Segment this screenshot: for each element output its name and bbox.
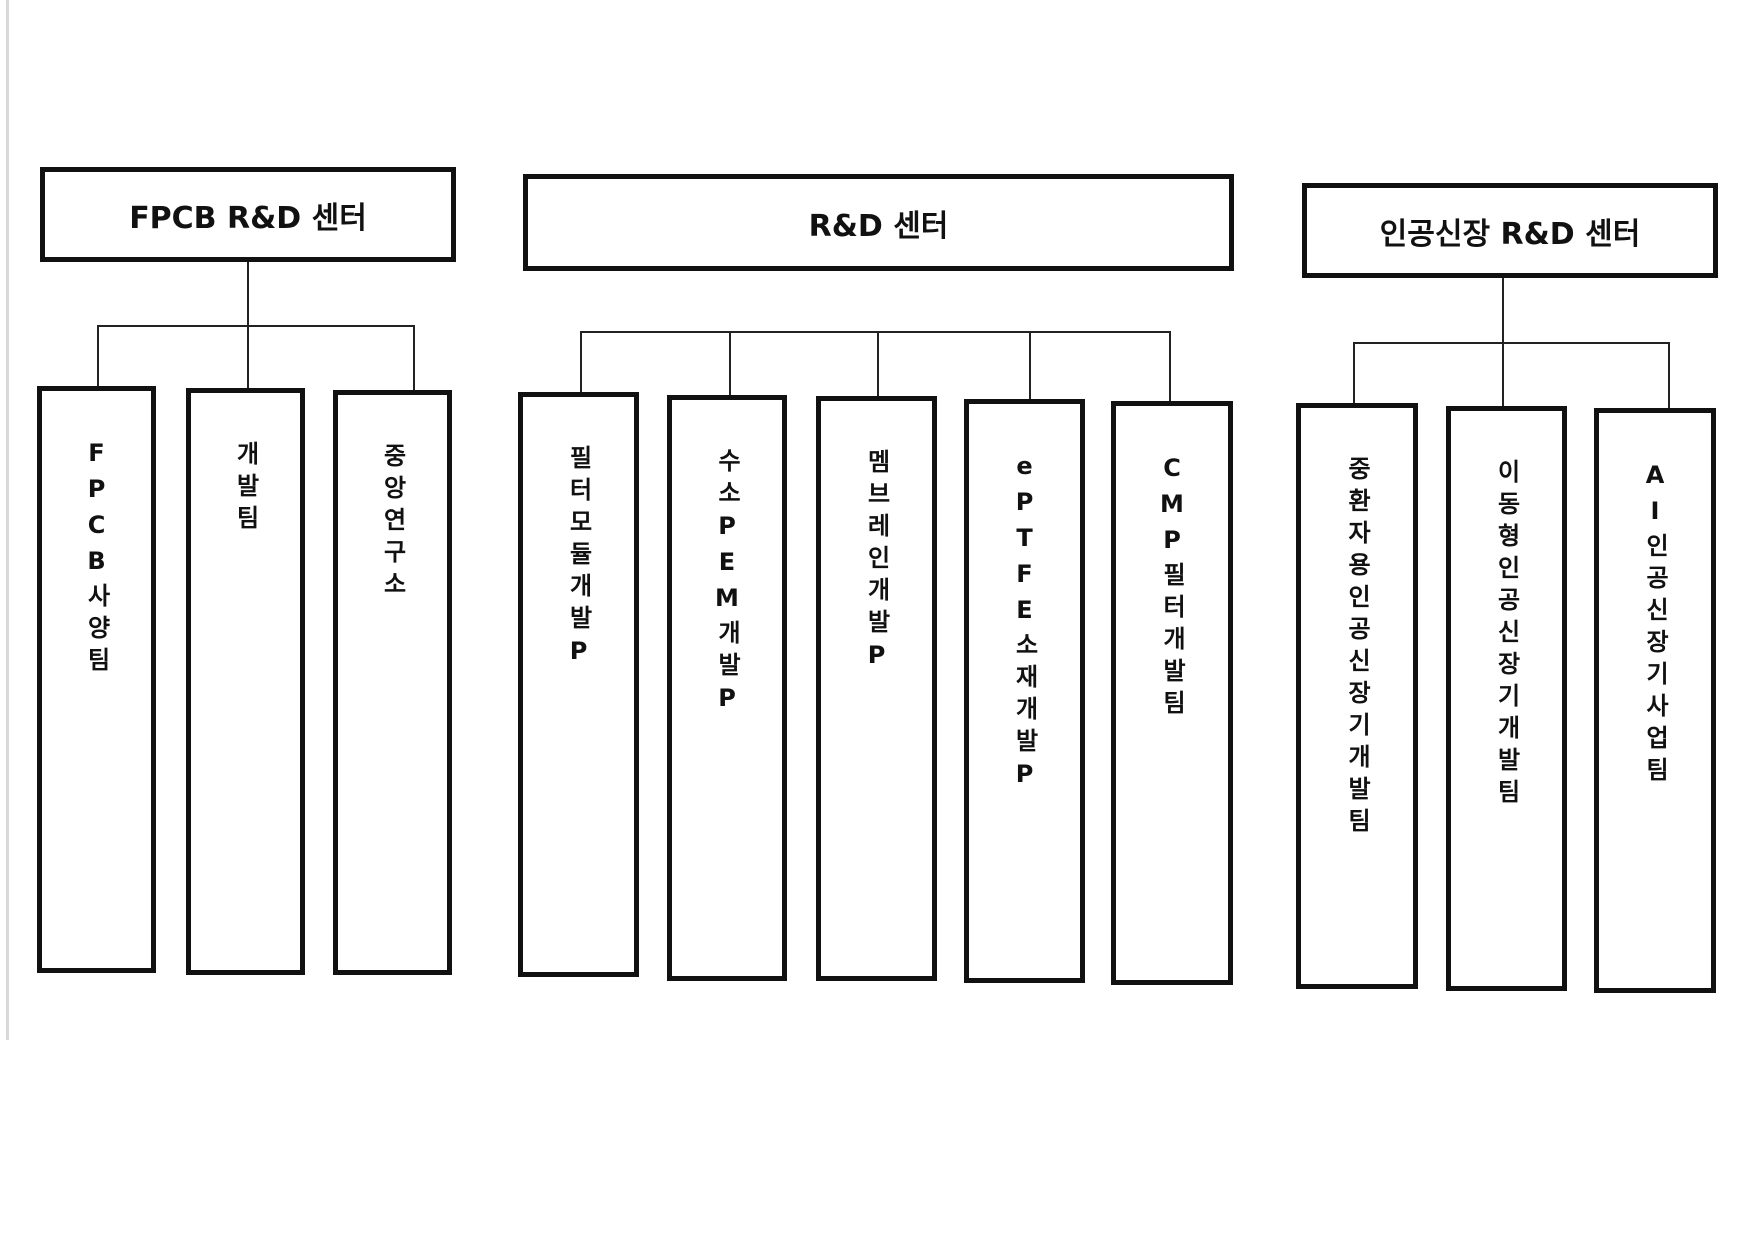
connector-fpcb-drop-3 [413, 325, 415, 392]
team-label: 수소PEM개발P [713, 448, 741, 720]
team-label: AI인공신장기사업팀 [1641, 461, 1669, 789]
team-box-central-lab: 중앙연구소 [333, 390, 452, 975]
center-title-rnd: R&D 센터 [808, 208, 949, 244]
team-label: ePTFE소재개발P [1010, 452, 1039, 796]
team-box-membrane: 멤브레인개발P [816, 396, 937, 981]
center-box-fpcb: FPCB R&D 센터 [40, 167, 456, 262]
connector-ak-drop-1 [1353, 342, 1355, 405]
team-label: 필터모듈개발P [564, 445, 593, 673]
team-box-hydrogen-pem: 수소PEM개발P [667, 395, 787, 981]
center-title-fpcb: FPCB R&D 센터 [129, 200, 367, 236]
team-box-cmp-filter: CMP필터개발팀 [1111, 401, 1233, 985]
center-box-artificial-kidney: 인공신장 R&D 센터 [1302, 183, 1718, 278]
connector-ak-drop-2 [1502, 342, 1504, 408]
connector-ak-bar [1353, 342, 1670, 344]
connector-fpcb-stem [247, 259, 249, 326]
team-box-icu-kidney: 중환자용인공신장기개발팀 [1296, 403, 1418, 989]
team-box-filter-module: 필터모듈개발P [518, 392, 639, 977]
connector-fpcb-drop-1 [97, 325, 99, 388]
team-box-fpcb-spec: FPCB사양팀 [37, 386, 156, 973]
connector-rnd-drop-3 [877, 331, 879, 398]
scan-edge-shadow [6, 0, 9, 1040]
connector-fpcb-drop-2 [247, 325, 249, 388]
team-box-development: 개발팀 [186, 388, 305, 975]
connector-rnd-drop-4 [1029, 331, 1031, 401]
team-label: CMP필터개발팀 [1158, 454, 1186, 722]
connector-ak-drop-3 [1668, 342, 1670, 410]
team-label: 이동형인공신장기개발팀 [1492, 459, 1521, 811]
team-label: 멤브레인개발P [862, 449, 891, 677]
team-label: 중앙연구소 [378, 443, 407, 603]
connector-rnd-drop-5 [1169, 331, 1171, 403]
center-box-rnd: R&D 센터 [523, 174, 1234, 271]
team-box-ai-kidney: AI인공신장기사업팀 [1594, 408, 1716, 993]
team-box-portable-kidney: 이동형인공신장기개발팀 [1446, 406, 1567, 991]
connector-rnd-drop-2 [729, 331, 731, 397]
team-label: 중환자용인공신장기개발팀 [1343, 456, 1371, 840]
team-box-eptfe: ePTFE소재개발P [964, 399, 1085, 983]
team-label: 개발팀 [231, 441, 260, 537]
center-title-artificial-kidney: 인공신장 R&D 센터 [1379, 216, 1641, 252]
connector-ak-stem [1502, 276, 1504, 344]
connector-fpcb-bar [97, 325, 415, 327]
connector-rnd-drop-1 [580, 331, 582, 394]
connector-rnd-bar [580, 331, 1171, 333]
team-label: FPCB사양팀 [82, 439, 111, 679]
